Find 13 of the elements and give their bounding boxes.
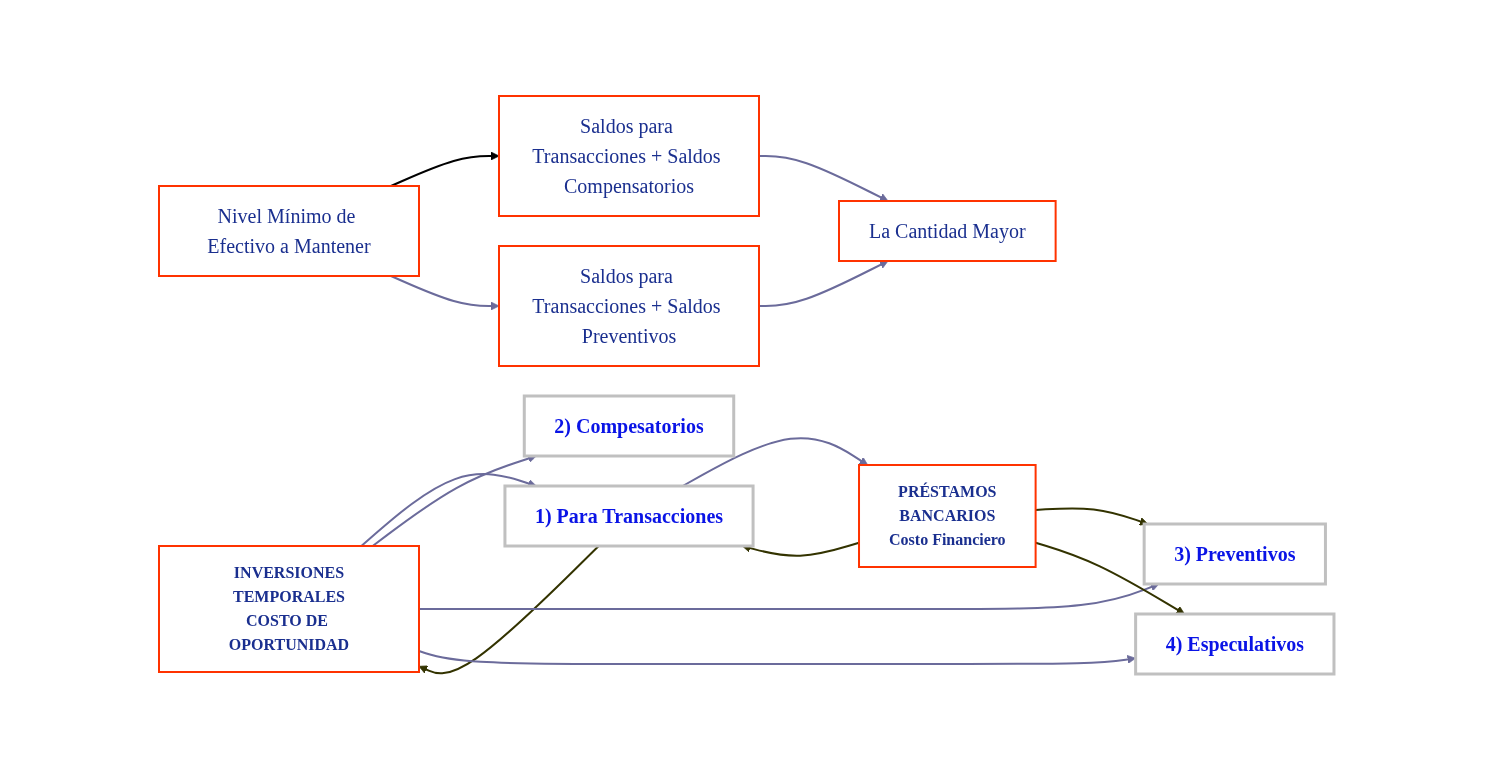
node-box: 4) Especulativos: [1133, 612, 1335, 676]
node-box: Saldos para Transacciones + Saldos Preventivos: [497, 245, 760, 367]
node-box: Nivel Mínimo de Efectivo a Mantener: [157, 185, 420, 277]
node-box: 3) Preventivos: [1142, 522, 1327, 586]
node-box: 2) Compesatorios: [522, 394, 735, 458]
node-box: La Cantidad Mayor: [837, 200, 1057, 262]
arrow: [389, 151, 499, 187]
node-box: 1) Para Transacciones: [502, 484, 755, 548]
node-box: INVERSIONES TEMPORALES COSTO DE OPORTUNIDAD: [157, 545, 420, 673]
arrow: [359, 473, 537, 547]
node-box: PRÉSTAMOS BANCARIOS Costo Financiero: [857, 464, 1037, 568]
node-box: Saldos para Transacciones + Saldos Compensatorios: [497, 95, 760, 217]
arrow: [681, 437, 868, 487]
